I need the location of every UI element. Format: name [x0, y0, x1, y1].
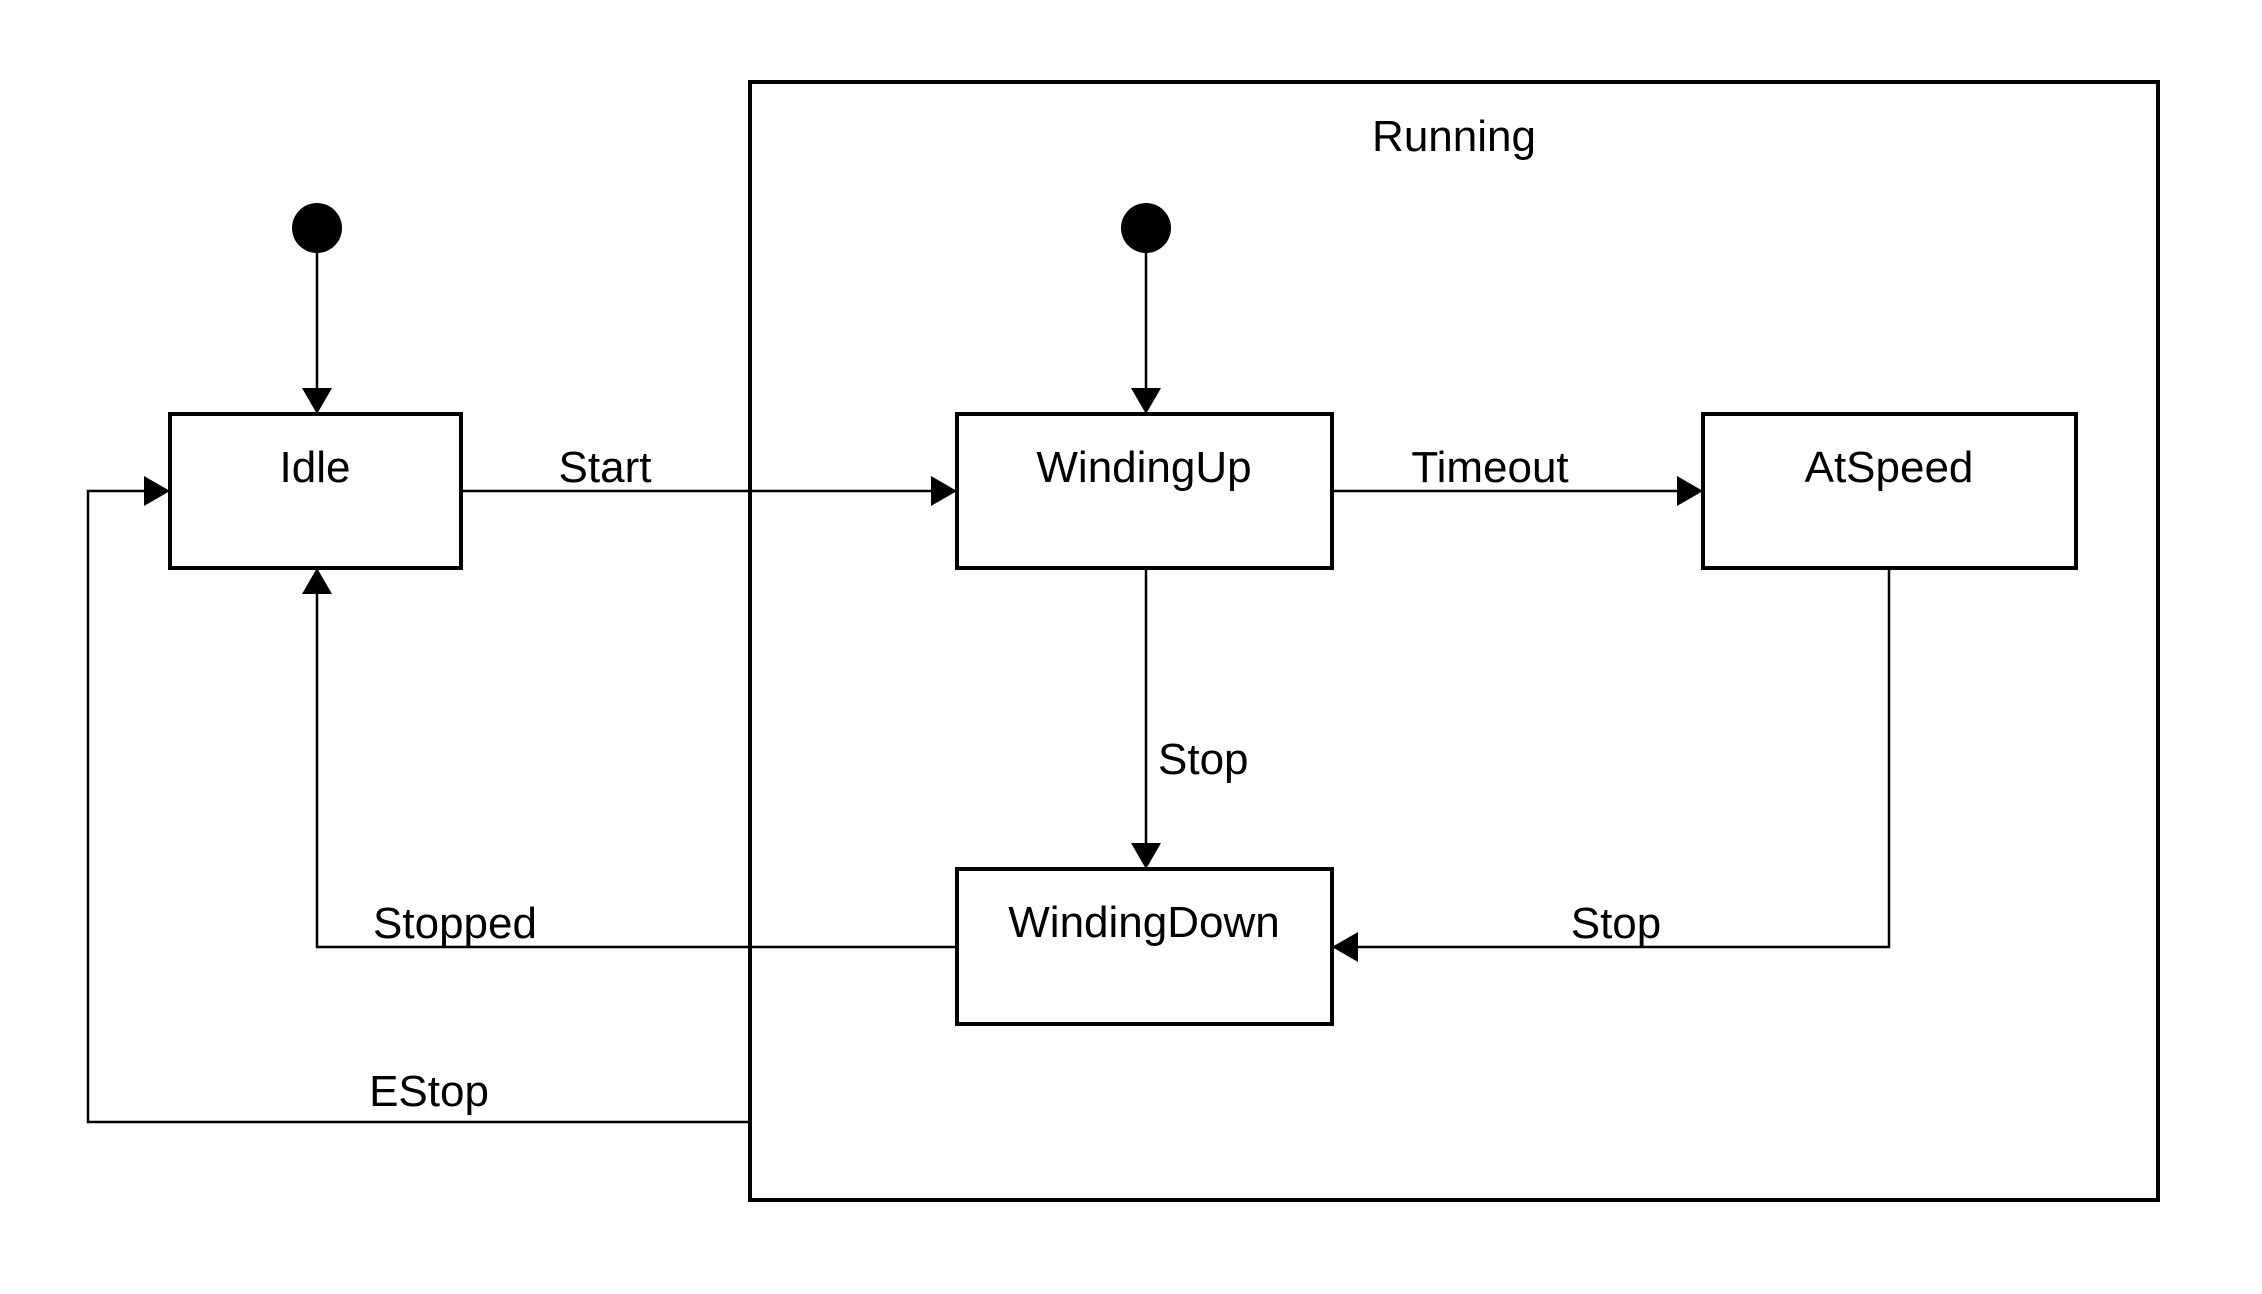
state-winding-up-label: WindingUp — [1036, 443, 1251, 492]
state-at-speed-label: AtSpeed — [1805, 443, 1974, 492]
estop-transition-label: EStop — [369, 1067, 489, 1116]
timeout-transition-arrowhead — [1677, 476, 1703, 506]
initial-to-idle-arrowhead — [302, 388, 332, 414]
state-at-speed — [1701, 412, 2078, 570]
stopped-transition-line — [315, 594, 957, 949]
state-winding-down-label: WindingDown — [1008, 898, 1279, 947]
state-winding-down — [955, 867, 1334, 1026]
estop-transition-arrowhead — [144, 476, 170, 506]
running-initial-pseudostate — [1121, 203, 1171, 253]
running-composite-label: Running — [1372, 112, 1536, 161]
estop-transition-line — [86, 489, 750, 1124]
stop-from-winding-up-arrowhead — [1131, 843, 1161, 869]
stopped-transition-label: Stopped — [373, 899, 537, 948]
state-winding-up — [955, 412, 1334, 570]
stop-from-at-speed-label: Stop — [1571, 899, 1662, 948]
start-transition-arrowhead — [931, 476, 957, 506]
running-composite-state — [748, 80, 2160, 1202]
stopped-transition-arrowhead — [302, 568, 332, 594]
initial-to-winding-up-arrowhead — [1131, 388, 1161, 414]
stop-from-at-speed-arrowhead — [1332, 932, 1358, 962]
state-idle-label: Idle — [280, 443, 351, 492]
idle-initial-pseudostate — [292, 203, 342, 253]
timeout-transition-label: Timeout — [1411, 443, 1568, 492]
start-transition-label: Start — [559, 443, 652, 492]
stop-from-at-speed-line — [1358, 568, 1891, 949]
stop-from-winding-up-label: Stop — [1158, 735, 1249, 784]
state-idle — [168, 412, 463, 570]
